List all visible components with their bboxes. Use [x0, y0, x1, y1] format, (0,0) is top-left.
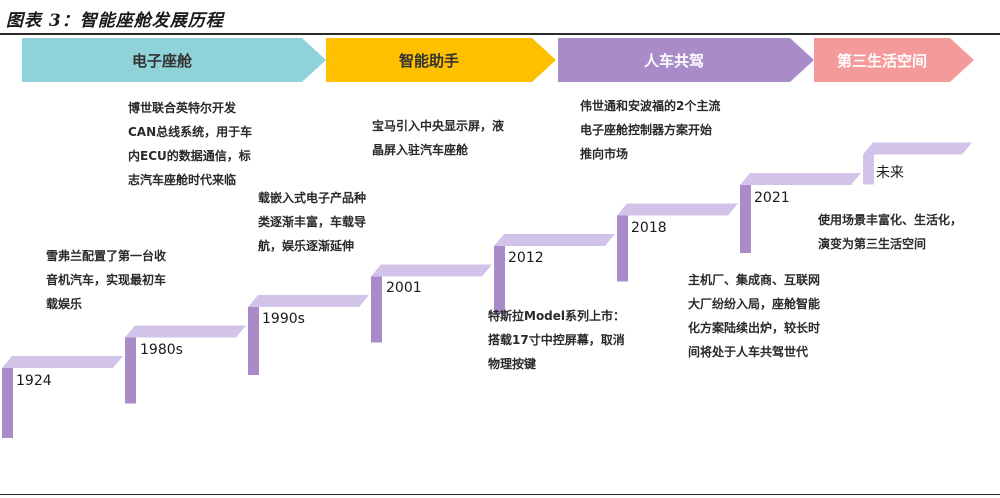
step-tread [863, 142, 972, 155]
year-label-1990s: 1990s [262, 311, 305, 327]
step-tread [617, 203, 738, 216]
phase-label: 智能助手 [398, 51, 459, 70]
phase-label: 人车共驾 [643, 51, 704, 70]
step-riser [494, 246, 505, 314]
note-line: 演变为第三生活空间 [818, 237, 927, 251]
note-line: 雪弗兰配置了第一台收 [46, 249, 167, 263]
note-line: 载嵌入式电子产品种 [258, 191, 367, 205]
note-line: 间将处于人车共驾世代 [688, 345, 809, 359]
step-tread [494, 234, 615, 246]
phase-arrow-electronic-cockpit: 电子座舱 [22, 38, 326, 82]
arrow-shape-icon [558, 38, 814, 82]
year-label-future: 未来 [876, 165, 904, 181]
note-line: 载娱乐 [46, 297, 83, 311]
phase-label: 第三生活空间 [836, 51, 927, 70]
note-line: 搭载17寸中控屏幕，取消 [488, 333, 625, 347]
note-line: CAN总线系统，用于车 [128, 125, 253, 139]
note-line: 特斯拉Model系列上市： [488, 309, 626, 323]
year-label-1980s: 1980s [140, 342, 183, 358]
phase-label: 电子座舱 [131, 51, 192, 70]
milestone-note-2012: 特斯拉Model系列上市： 搭载17寸中控屏幕，取消 物理按键 [488, 304, 625, 376]
step-tread [2, 356, 123, 368]
note-line: 内ECU的数据通信，标 [128, 149, 251, 163]
arrow-shape-icon [326, 38, 556, 82]
milestone-note-future: 使用场景丰富化、生活化， 演变为第三生活空间 [818, 208, 962, 256]
note-line: 主机厂、集成商、互联网 [688, 273, 821, 287]
step-riser [2, 368, 13, 438]
step-riser [617, 215, 628, 282]
note-line: 伟世通和安波福的2个主流 [580, 99, 721, 113]
note-line: 晶屏入驻汽车座舱 [372, 143, 469, 157]
figure-title: 图表 3：智能座舱发展历程 [6, 11, 224, 31]
bottom-divider [0, 494, 1000, 495]
phase-arrow-third-living-space: 第三生活空间 [814, 38, 974, 82]
phase-arrow-smart-assistant: 智能助手 [326, 38, 556, 82]
note-line: 化方案陆续出炉，较长时 [688, 321, 821, 335]
phase-arrow-co-driving: 人车共驾 [558, 38, 814, 82]
note-line: 电子座舱控制器方案开始 [580, 123, 713, 137]
milestone-note-1990s: 载嵌入式电子产品种 类逐渐丰富，车载导 航，娱乐逐渐延伸 [258, 186, 366, 258]
step-riser [371, 276, 382, 343]
step-riser [248, 307, 259, 375]
step-riser [125, 337, 136, 404]
step-riser [740, 185, 751, 253]
step-riser [863, 154, 874, 185]
year-label-1924: 1924 [16, 373, 52, 389]
note-line: 宝马引入中央显示屏，液 [372, 119, 505, 133]
step-tread [248, 295, 369, 307]
title-divider [0, 33, 1000, 35]
note-line: 类逐渐丰富，车载导 [258, 215, 367, 229]
milestone-note-2021: 主机厂、集成商、互联网 大厂纷纷入局，座舱智能 化方案陆续出炉，较长时 间将处于… [688, 268, 820, 364]
note-line: 航，娱乐逐渐延伸 [258, 239, 355, 253]
arrow-shape-icon [814, 38, 974, 82]
step-tread [371, 264, 492, 277]
milestone-note-1980s: 博世联合英特尔开发 CAN总线系统，用于车 内ECU的数据通信，标 志汽车座舱时… [128, 96, 252, 192]
year-label-2021: 2021 [754, 190, 790, 206]
year-label-2001: 2001 [386, 280, 422, 296]
note-line: 使用场景丰富化、生活化， [818, 213, 963, 227]
note-line: 大厂纷纷入局，座舱智能 [688, 297, 821, 311]
milestone-note-2001: 宝马引入中央显示屏，液 晶屏入驻汽车座舱 [372, 114, 504, 162]
note-line: 志汽车座舱时代来临 [128, 173, 237, 187]
year-label-2018: 2018 [631, 220, 667, 236]
step-tread [125, 325, 246, 338]
year-label-2012: 2012 [508, 250, 544, 266]
note-line: 博世联合英特尔开发 [128, 101, 237, 115]
note-line: 音机汽车，实现最初车 [46, 273, 167, 287]
milestone-note-1924: 雪弗兰配置了第一台收 音机汽车，实现最初车 载娱乐 [46, 244, 166, 316]
note-line: 物理按键 [488, 357, 537, 371]
note-line: 推向市场 [580, 147, 629, 161]
milestone-note-2018: 伟世通和安波福的2个主流 电子座舱控制器方案开始 推向市场 [580, 94, 720, 166]
arrow-shape-icon [22, 38, 326, 82]
step-tread [740, 173, 861, 185]
